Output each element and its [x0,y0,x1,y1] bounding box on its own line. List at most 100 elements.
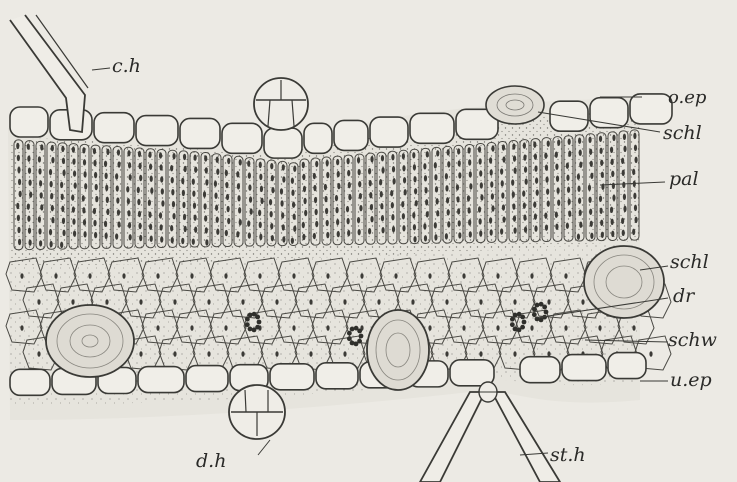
chloroplast [347,218,350,224]
chloroplast [38,228,41,234]
chloroplast [282,176,285,182]
chloroplast [343,351,346,357]
chloroplast [148,212,151,218]
chloroplast [150,188,153,194]
chloroplast [467,195,470,201]
chloroplast [259,174,262,180]
chloroplast [622,182,625,188]
chloroplast [611,231,614,237]
chloroplast [369,192,372,198]
chloroplast [105,173,108,179]
chloroplast [457,148,460,154]
chloroplast [171,177,174,183]
chloroplast [292,202,295,208]
chloroplast [192,178,195,184]
chloroplast [95,196,98,202]
chloroplast [600,148,603,154]
chloroplast [139,163,142,169]
chloroplast [247,160,250,166]
upper-epidermis-cell [136,116,178,146]
chloroplast [445,233,448,239]
label-lower-epidermis: u.ep [670,371,712,390]
chloroplast [424,235,427,241]
chloroplast [381,215,384,221]
chloroplast [445,173,448,179]
glandular-hair-lower [229,385,285,439]
lower-epidermis-cell [316,363,358,389]
chloroplast [128,222,131,228]
chloroplast [304,198,307,204]
chloroplast [18,239,21,245]
chloroplast [313,233,316,239]
chloroplast [215,205,218,211]
chloroplast [337,231,340,237]
chloroplast [258,210,261,216]
chloroplast [216,169,219,175]
chloroplast [447,209,450,215]
chloroplast [150,176,153,182]
chloroplast [239,219,242,225]
chloroplast [172,201,175,207]
chloroplast [17,215,20,221]
chloroplast [250,208,253,214]
lower-epidermis-cell [10,369,50,395]
chloroplast [309,351,312,357]
chloroplast [51,205,54,211]
chloroplast [150,236,153,242]
chloroplast [171,189,174,195]
chloroplast [129,174,132,180]
label-cover-hair: c.h [112,57,141,76]
chloroplast [359,193,362,199]
chloroplast [335,207,338,213]
chloroplast [104,161,107,167]
chloroplast [325,208,328,214]
chloroplast [205,239,208,245]
chloroplast [436,150,439,156]
chloroplast [634,217,637,223]
chloroplast [632,325,635,331]
mucilage-cell-center [367,310,429,390]
chloroplast [239,159,242,165]
chloroplast [291,238,294,244]
chloroplast [568,211,571,217]
chloroplast [302,162,305,168]
chloroplast [38,168,41,174]
chloroplast [227,206,230,212]
chloroplast [600,208,603,214]
chloroplast [280,200,283,206]
chloroplast [411,299,414,305]
chloroplast [581,299,584,305]
chloroplast [360,273,363,279]
chloroplast [490,229,493,235]
chloroplast [270,211,273,217]
chloroplast [557,199,560,205]
chloroplast [535,177,538,183]
chloroplast [414,188,417,194]
chloroplast [193,202,196,208]
chloroplast [456,184,459,190]
lower-epidermis-cell [520,357,560,383]
chloroplast [358,229,361,235]
chloroplast [62,170,65,176]
chloroplast [579,150,582,156]
stellate-hair [420,392,485,482]
chloroplast [447,149,450,155]
chloroplast [204,155,207,161]
chloroplast [401,201,404,207]
chloroplast [381,227,384,233]
chloroplast [547,140,550,146]
chloroplast [40,144,43,150]
chloroplast [93,160,96,166]
chloroplast [392,226,395,232]
chloroplast [533,141,536,147]
chloroplast [579,222,582,228]
chloroplast [502,216,505,222]
label-palisade: pal [669,170,699,189]
chloroplast [60,242,63,248]
chloroplast [479,299,482,305]
chloroplast [271,187,274,193]
chloroplast [160,176,163,182]
chloroplast [633,133,636,139]
chloroplast [491,145,494,151]
